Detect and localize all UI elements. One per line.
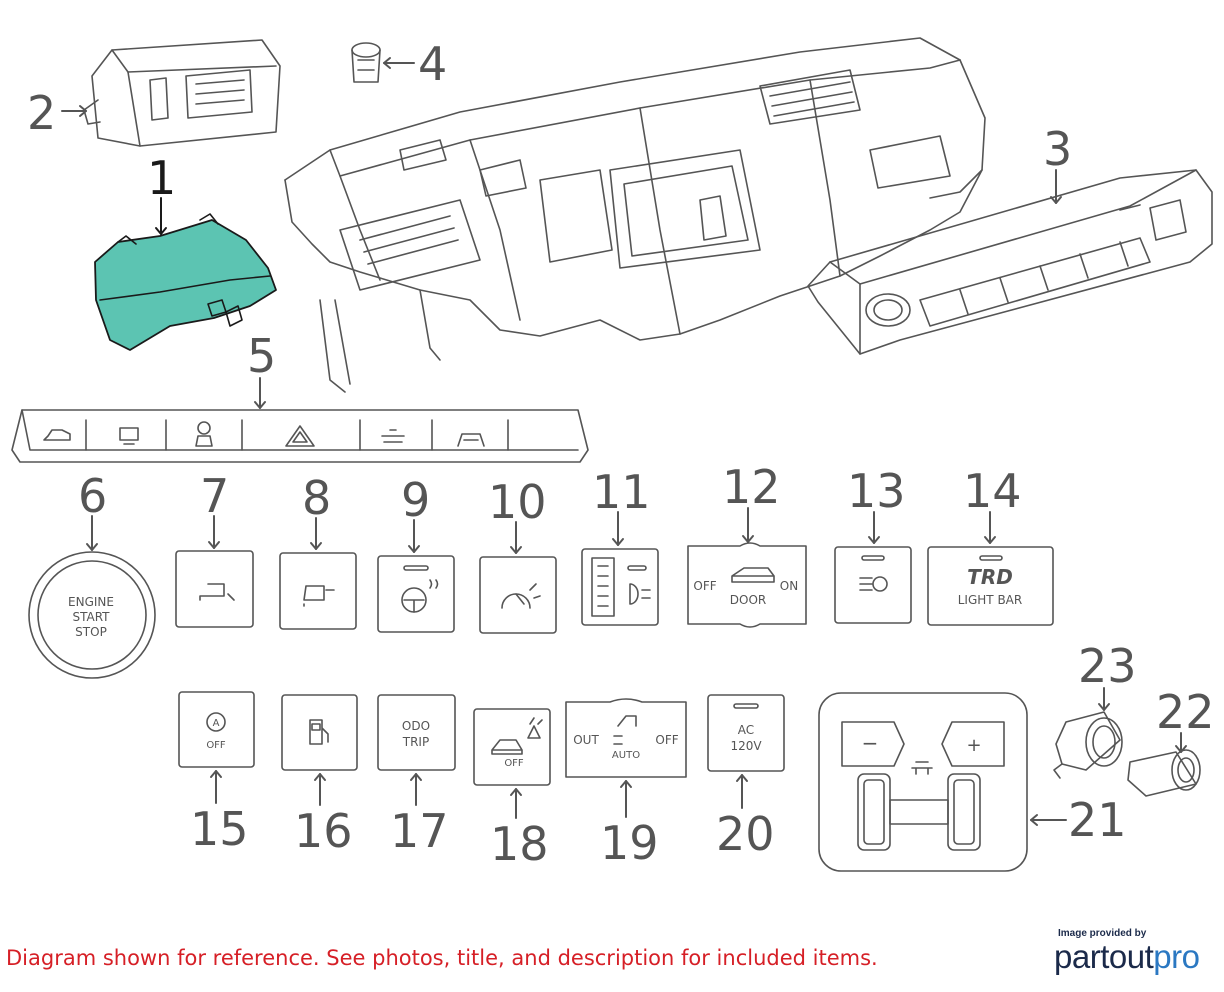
button-7-illustration: [175, 550, 254, 628]
dashboard-frame: [284, 37, 986, 393]
callout-5: 5: [247, 329, 276, 383]
b19-out: OUT: [573, 733, 599, 747]
b19-off: OFF: [655, 733, 678, 747]
callout-1-arrow: [155, 197, 167, 235]
part-21-transfer-switch: [818, 692, 1028, 872]
b12-door: DOOR: [730, 593, 766, 607]
callout-17: 17: [390, 804, 449, 858]
callout-labels: 1 2 3 4 5 6 7 8 9 10 11 12 13 14 15 16 1…: [27, 37, 1215, 871]
b17-line2: TRIP: [402, 735, 429, 749]
button-17-illustration: [377, 694, 456, 771]
b20-line1: AC: [738, 723, 754, 737]
callout-14: 14: [963, 464, 1022, 518]
brand-main: partout: [1054, 938, 1154, 975]
part-2-module: [83, 39, 281, 147]
b14-label: LIGHT BAR: [958, 593, 1022, 607]
button-11-illustration: [581, 548, 659, 626]
callout-1: 1: [147, 151, 176, 205]
engine-line1: ENGINE: [68, 595, 114, 609]
callout-6: 6: [78, 469, 107, 523]
callout-7: 7: [200, 469, 229, 523]
b15-icon: A: [213, 718, 220, 729]
callout-11: 11: [592, 465, 651, 519]
b20-line2: 120V: [730, 739, 762, 753]
b12-off: OFF: [693, 579, 716, 593]
callout-4: 4: [418, 37, 447, 91]
button-16-illustration: [281, 694, 358, 771]
b18-off: OFF: [504, 758, 524, 769]
part-4-switch: [351, 42, 381, 83]
callout-3: 3: [1043, 122, 1072, 176]
callout-10: 10: [488, 475, 547, 529]
callout-2: 2: [27, 86, 56, 140]
leader-lines: [61, 57, 1187, 826]
engine-line3: STOP: [75, 625, 107, 639]
button-9-illustration: [377, 555, 455, 633]
b14-brand: TRD: [967, 565, 1013, 589]
disclaimer-text: Diagram shown for reference. See photos,…: [6, 946, 878, 970]
part-23-socket: [1053, 711, 1123, 779]
button-12-illustration: [687, 542, 807, 628]
callout-13: 13: [847, 464, 906, 518]
b21-plus: +: [966, 735, 981, 756]
button-10-illustration: [479, 556, 557, 634]
button-13-illustration: [834, 546, 912, 624]
callout-9: 9: [401, 473, 430, 527]
part-1-instrument-cluster: [94, 213, 277, 351]
callout-15: 15: [190, 802, 249, 856]
callout-12: 12: [722, 460, 781, 514]
brand-logo: partoutpro: [1054, 938, 1200, 976]
button-18-illustration: [473, 708, 551, 786]
button-14-illustration: [927, 546, 1054, 626]
callout-8: 8: [302, 471, 331, 525]
part-3-center-panel: [807, 169, 1213, 355]
callout-16: 16: [294, 804, 353, 858]
callout-23: 23: [1078, 639, 1137, 693]
button-20-illustration: [707, 694, 785, 772]
button-15-illustration: [178, 691, 255, 768]
engine-start-stop-button-illustration: [28, 551, 156, 679]
b19-auto: AUTO: [612, 750, 640, 761]
part-22-socket: [1127, 749, 1201, 797]
callout-19: 19: [600, 816, 659, 870]
part-5-switch-strip: [11, 409, 589, 463]
image-credit: Image provided by: [1058, 928, 1147, 939]
engine-line2: START: [72, 610, 110, 624]
b17-line1: ODO: [402, 719, 430, 733]
callout-22: 22: [1156, 685, 1215, 739]
button-19-illustration: [565, 698, 687, 778]
b15-off: OFF: [206, 740, 226, 751]
callout-21: 21: [1068, 793, 1127, 847]
callout-20: 20: [716, 807, 775, 861]
callout-18: 18: [490, 817, 549, 871]
b12-on: ON: [780, 579, 798, 593]
button-8-illustration: [279, 552, 357, 630]
b21-minus: −: [862, 731, 879, 755]
brand-accent: pro: [1153, 938, 1200, 975]
button-texts: ENGINE START STOP OFF DOOR ON TRD LIGHT …: [68, 565, 1022, 769]
